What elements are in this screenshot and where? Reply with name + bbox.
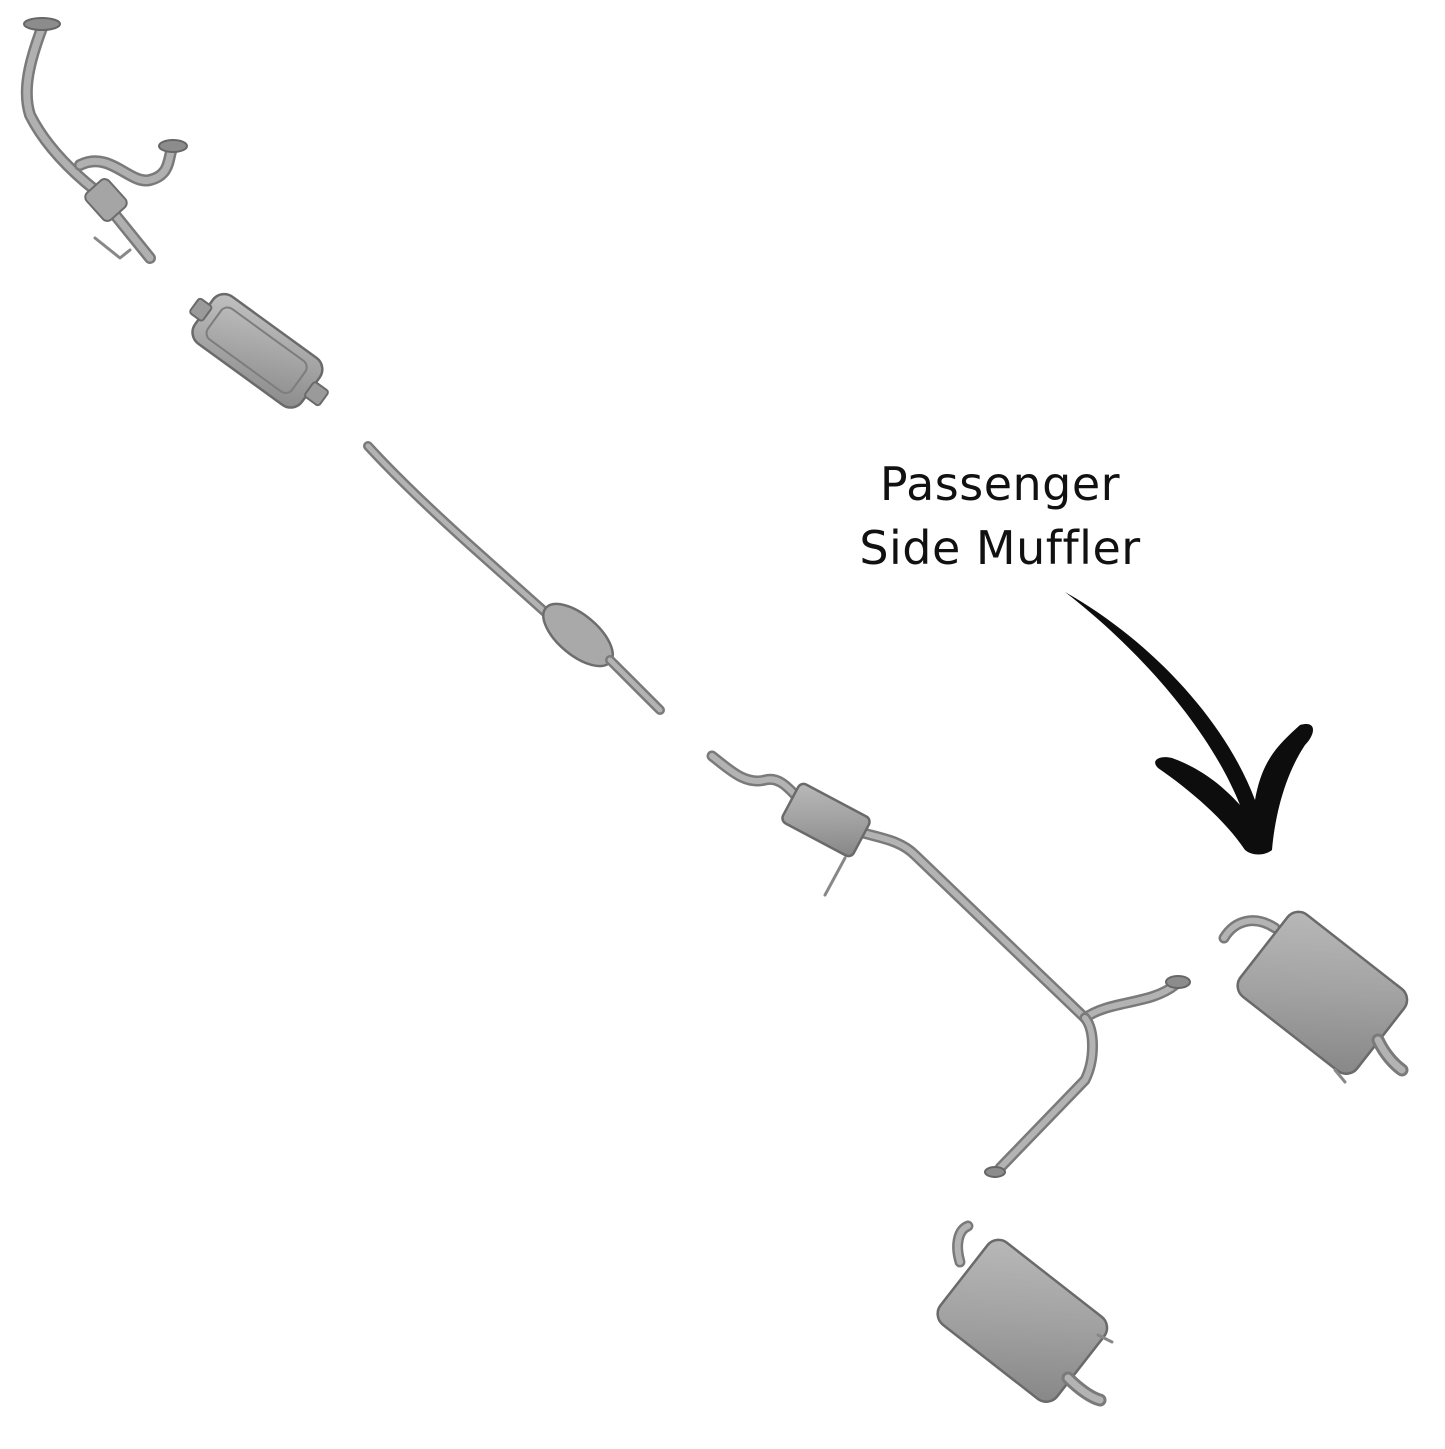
- front-y-pipe: [20, 17, 188, 264]
- passenger-side-muffler: [1218, 910, 1409, 1084]
- arrow-icon: [1065, 592, 1314, 855]
- callout-line-1: Passenger: [879, 457, 1121, 511]
- passenger-side-muffler-label: Passenger Side Muffler: [820, 452, 1180, 580]
- intermediate-pipe: [706, 750, 1191, 1178]
- catalytic-converter: [189, 292, 329, 409]
- callout-line-2: Side Muffler: [859, 521, 1141, 575]
- driver-side-muffler: [936, 1220, 1114, 1407]
- resonator-pipe: [363, 441, 665, 715]
